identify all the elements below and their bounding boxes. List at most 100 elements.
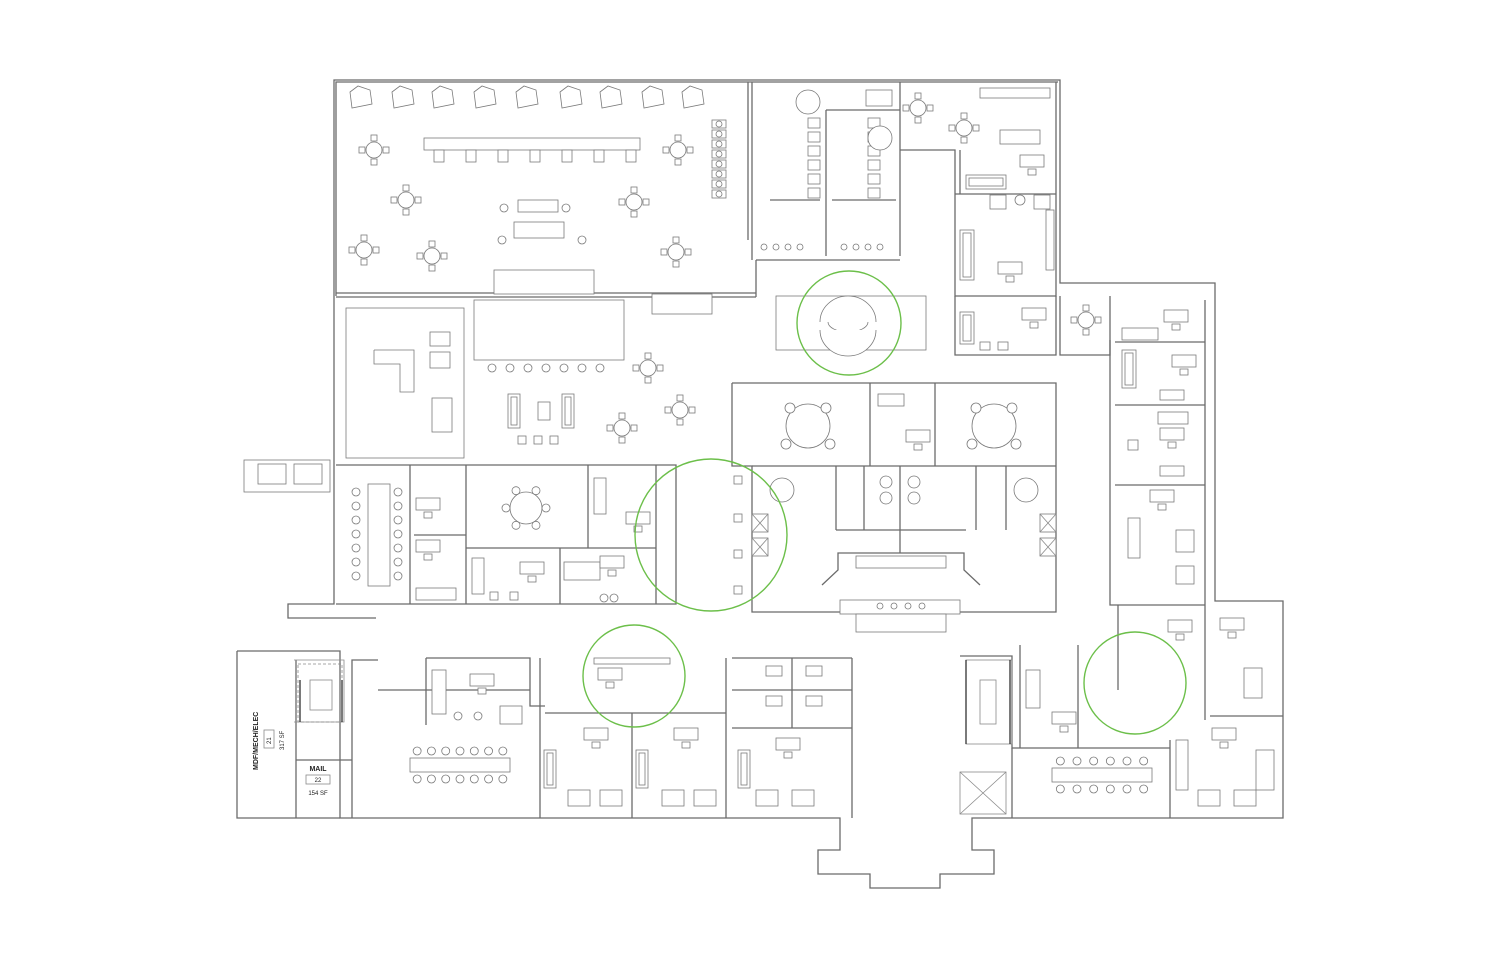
sofa [431,669,447,715]
lounge-chair [473,85,497,109]
lounge-chair [1175,565,1195,585]
chair [455,774,465,784]
booth-rail [473,299,625,361]
sofa [1159,389,1185,401]
chair [1094,316,1102,324]
booth-stool [715,150,723,158]
counter [855,555,947,569]
desk [599,555,625,569]
building-shell [236,79,1284,889]
desk [1167,619,1193,633]
lounge-chair [989,194,1007,210]
chair [672,260,680,268]
sofa-cushion [968,177,1004,187]
sink [840,243,848,251]
chair [484,746,493,756]
chair [1089,756,1099,766]
bar-stool [593,149,605,163]
chair [660,248,668,256]
bar-stool [505,363,515,373]
bar-stool [487,363,497,373]
bar-stool [541,363,551,373]
chair [1027,168,1037,176]
desk [673,727,699,741]
chair [477,687,487,695]
booth-stool [715,120,723,128]
round-table [613,419,631,437]
chair [926,104,934,112]
chair [441,746,451,756]
side-table [497,235,507,245]
bar-stool [497,149,509,163]
toilet [867,159,881,171]
chair [393,487,403,497]
window-bench [651,293,713,315]
desk [765,695,783,707]
chair [820,402,832,414]
round-table [639,359,657,377]
lounge-chair [661,789,685,807]
lounge-chair [1233,789,1257,807]
round-table [971,403,1017,449]
bar-stool [465,149,477,163]
chair [966,438,978,450]
sofa [431,397,453,433]
sofa [1121,327,1159,341]
bar-stool [561,149,573,163]
toilet [867,187,881,199]
chair [1175,633,1185,641]
chair [416,252,424,260]
chair [1082,304,1090,312]
chair [733,549,743,559]
sofa [1159,465,1185,477]
chair [1171,323,1181,331]
chair [423,553,433,561]
sofa-cushion [962,232,972,278]
booth-stool [715,170,723,178]
chair [498,746,508,756]
sink [784,243,792,251]
lounge-chair [391,85,415,109]
chair [428,240,436,248]
sofa [1025,669,1041,709]
side-table [1014,194,1026,206]
desk [805,695,823,707]
side-table [499,203,509,213]
highlight-circle-southeast [1083,631,1187,735]
chair [351,515,361,525]
bench [855,613,947,633]
chair [1122,784,1132,794]
chair [913,443,923,451]
chair [370,134,378,142]
chair [618,436,626,444]
sofa-cushion [546,752,554,786]
chair [517,435,527,445]
shelf [593,657,671,665]
furniture [243,85,1275,807]
sofa-cushion [1124,352,1134,386]
desk [775,737,801,751]
sink [876,243,884,251]
chair [676,394,684,402]
toilet [807,159,821,171]
chair [1227,631,1237,639]
chair [351,529,361,539]
chair [484,774,493,784]
room-tag-mdf: MDF/MECH/ELEC 21 317 SF [253,712,286,770]
chair [393,501,403,511]
sink [879,475,893,489]
round-table [423,247,441,265]
vanity-counter [839,599,961,615]
lounge-chair [429,351,451,369]
sofa [471,557,485,595]
chair [784,402,796,414]
chair [1059,725,1069,733]
side-table [577,235,587,245]
sofa-cushion [510,396,518,426]
round-table [625,193,643,211]
desk [415,497,441,511]
chair [370,158,378,166]
chair [393,515,403,525]
highlight-circle-south-office [582,624,686,728]
chair [997,341,1009,351]
